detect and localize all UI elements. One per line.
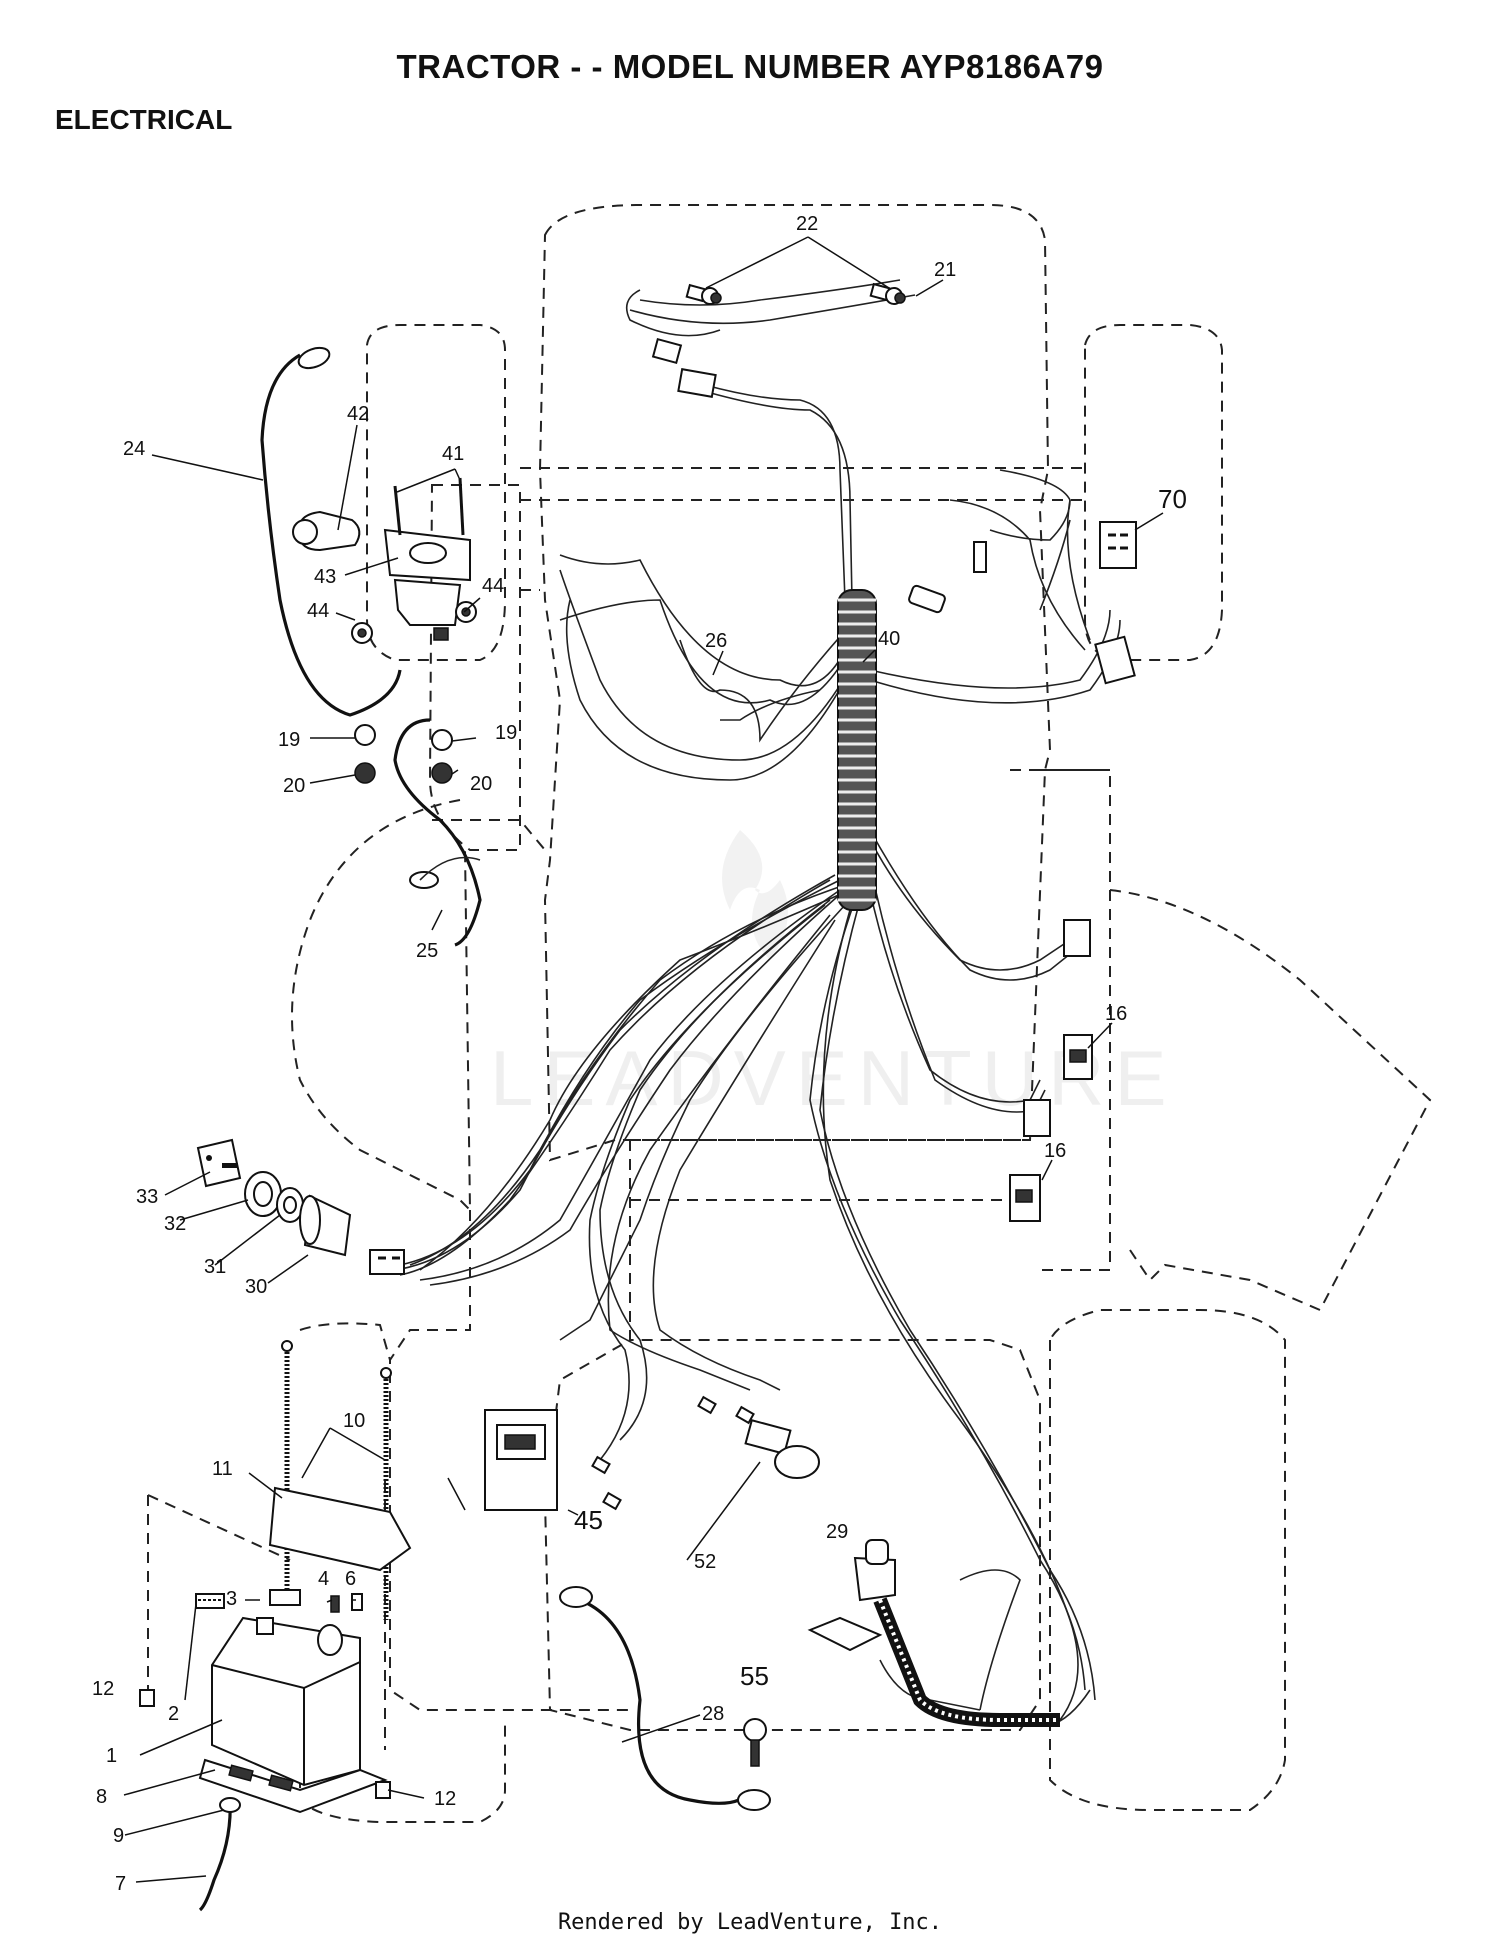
section-heading: ELECTRICAL — [55, 104, 233, 135]
tractor-outline — [147, 204, 1432, 1823]
page-title: TRACTOR - - MODEL NUMBER AYP8186A79 — [396, 48, 1104, 85]
callout-28: 28 — [702, 1703, 724, 1725]
callout-70: 70 — [1158, 484, 1187, 514]
callout-44-right: 44 — [482, 575, 504, 597]
callout-1: 1 — [106, 1745, 117, 1767]
lower-components — [484, 1395, 896, 1767]
callout-24: 24 — [123, 438, 145, 460]
callout-4: 4 — [318, 1568, 329, 1590]
footer-credit: Rendered by LeadVenture, Inc. — [557, 1910, 943, 1935]
callout-41: 41 — [442, 443, 464, 465]
callout-45: 45 — [574, 1505, 603, 1535]
callout-44-left: 44 — [307, 600, 329, 622]
callout-55: 55 — [740, 1661, 769, 1691]
callout-43: 43 — [314, 566, 336, 588]
solenoid-assembly — [292, 477, 477, 784]
battery-cables — [260, 346, 771, 1811]
callout-8: 8 — [96, 1786, 107, 1808]
callout-33: 33 — [136, 1186, 158, 1208]
callout-6: 6 — [345, 1568, 356, 1590]
callout-11: 11 — [212, 1458, 233, 1480]
callout-30: 30 — [245, 1276, 267, 1298]
callout-7: 7 — [115, 1873, 126, 1895]
callout-25: 25 — [416, 940, 438, 962]
harness-conduit — [837, 589, 877, 911]
callout-52: 52 — [694, 1551, 716, 1573]
callout-20-right: 20 — [470, 773, 492, 795]
callout-40: 40 — [878, 628, 900, 650]
callout-16-lower: 16 — [1044, 1140, 1066, 1162]
callout-9: 9 — [113, 1825, 124, 1847]
watermark-flame-icon — [722, 830, 788, 960]
callout-2: 2 — [168, 1703, 179, 1725]
callout-29: 29 — [826, 1521, 848, 1543]
battery-assembly — [139, 1340, 412, 1912]
callout-19-left: 19 — [278, 729, 300, 751]
callout-12-upper: 12 — [92, 1678, 114, 1700]
callout-20-left: 20 — [283, 775, 305, 797]
callout-31: 31 — [204, 1256, 226, 1278]
callout-22: 22 — [796, 213, 818, 235]
callout-3: 3 — [226, 1588, 237, 1610]
callout-16-upper: 16 — [1105, 1003, 1127, 1025]
callout-19-right: 19 — [495, 722, 517, 744]
leader-lines — [123, 236, 1164, 1883]
callout-32: 32 — [164, 1213, 186, 1235]
callout-21: 21 — [934, 259, 956, 281]
right-connectors — [908, 521, 1137, 1222]
callout-26: 26 — [705, 630, 727, 652]
ignition-switch-assembly — [196, 1138, 405, 1275]
callout-10: 10 — [343, 1410, 365, 1432]
wire-harness — [394, 279, 1121, 1726]
callout-42: 42 — [347, 403, 369, 425]
headlight-assembly — [651, 282, 906, 398]
coiled-wire — [873, 1597, 1060, 1727]
callout-12-lower: 12 — [434, 1788, 456, 1810]
callout-numbers: 22 21 42 41 24 70 43 44 44 26 40 19 19 2… — [92, 213, 1187, 1895]
